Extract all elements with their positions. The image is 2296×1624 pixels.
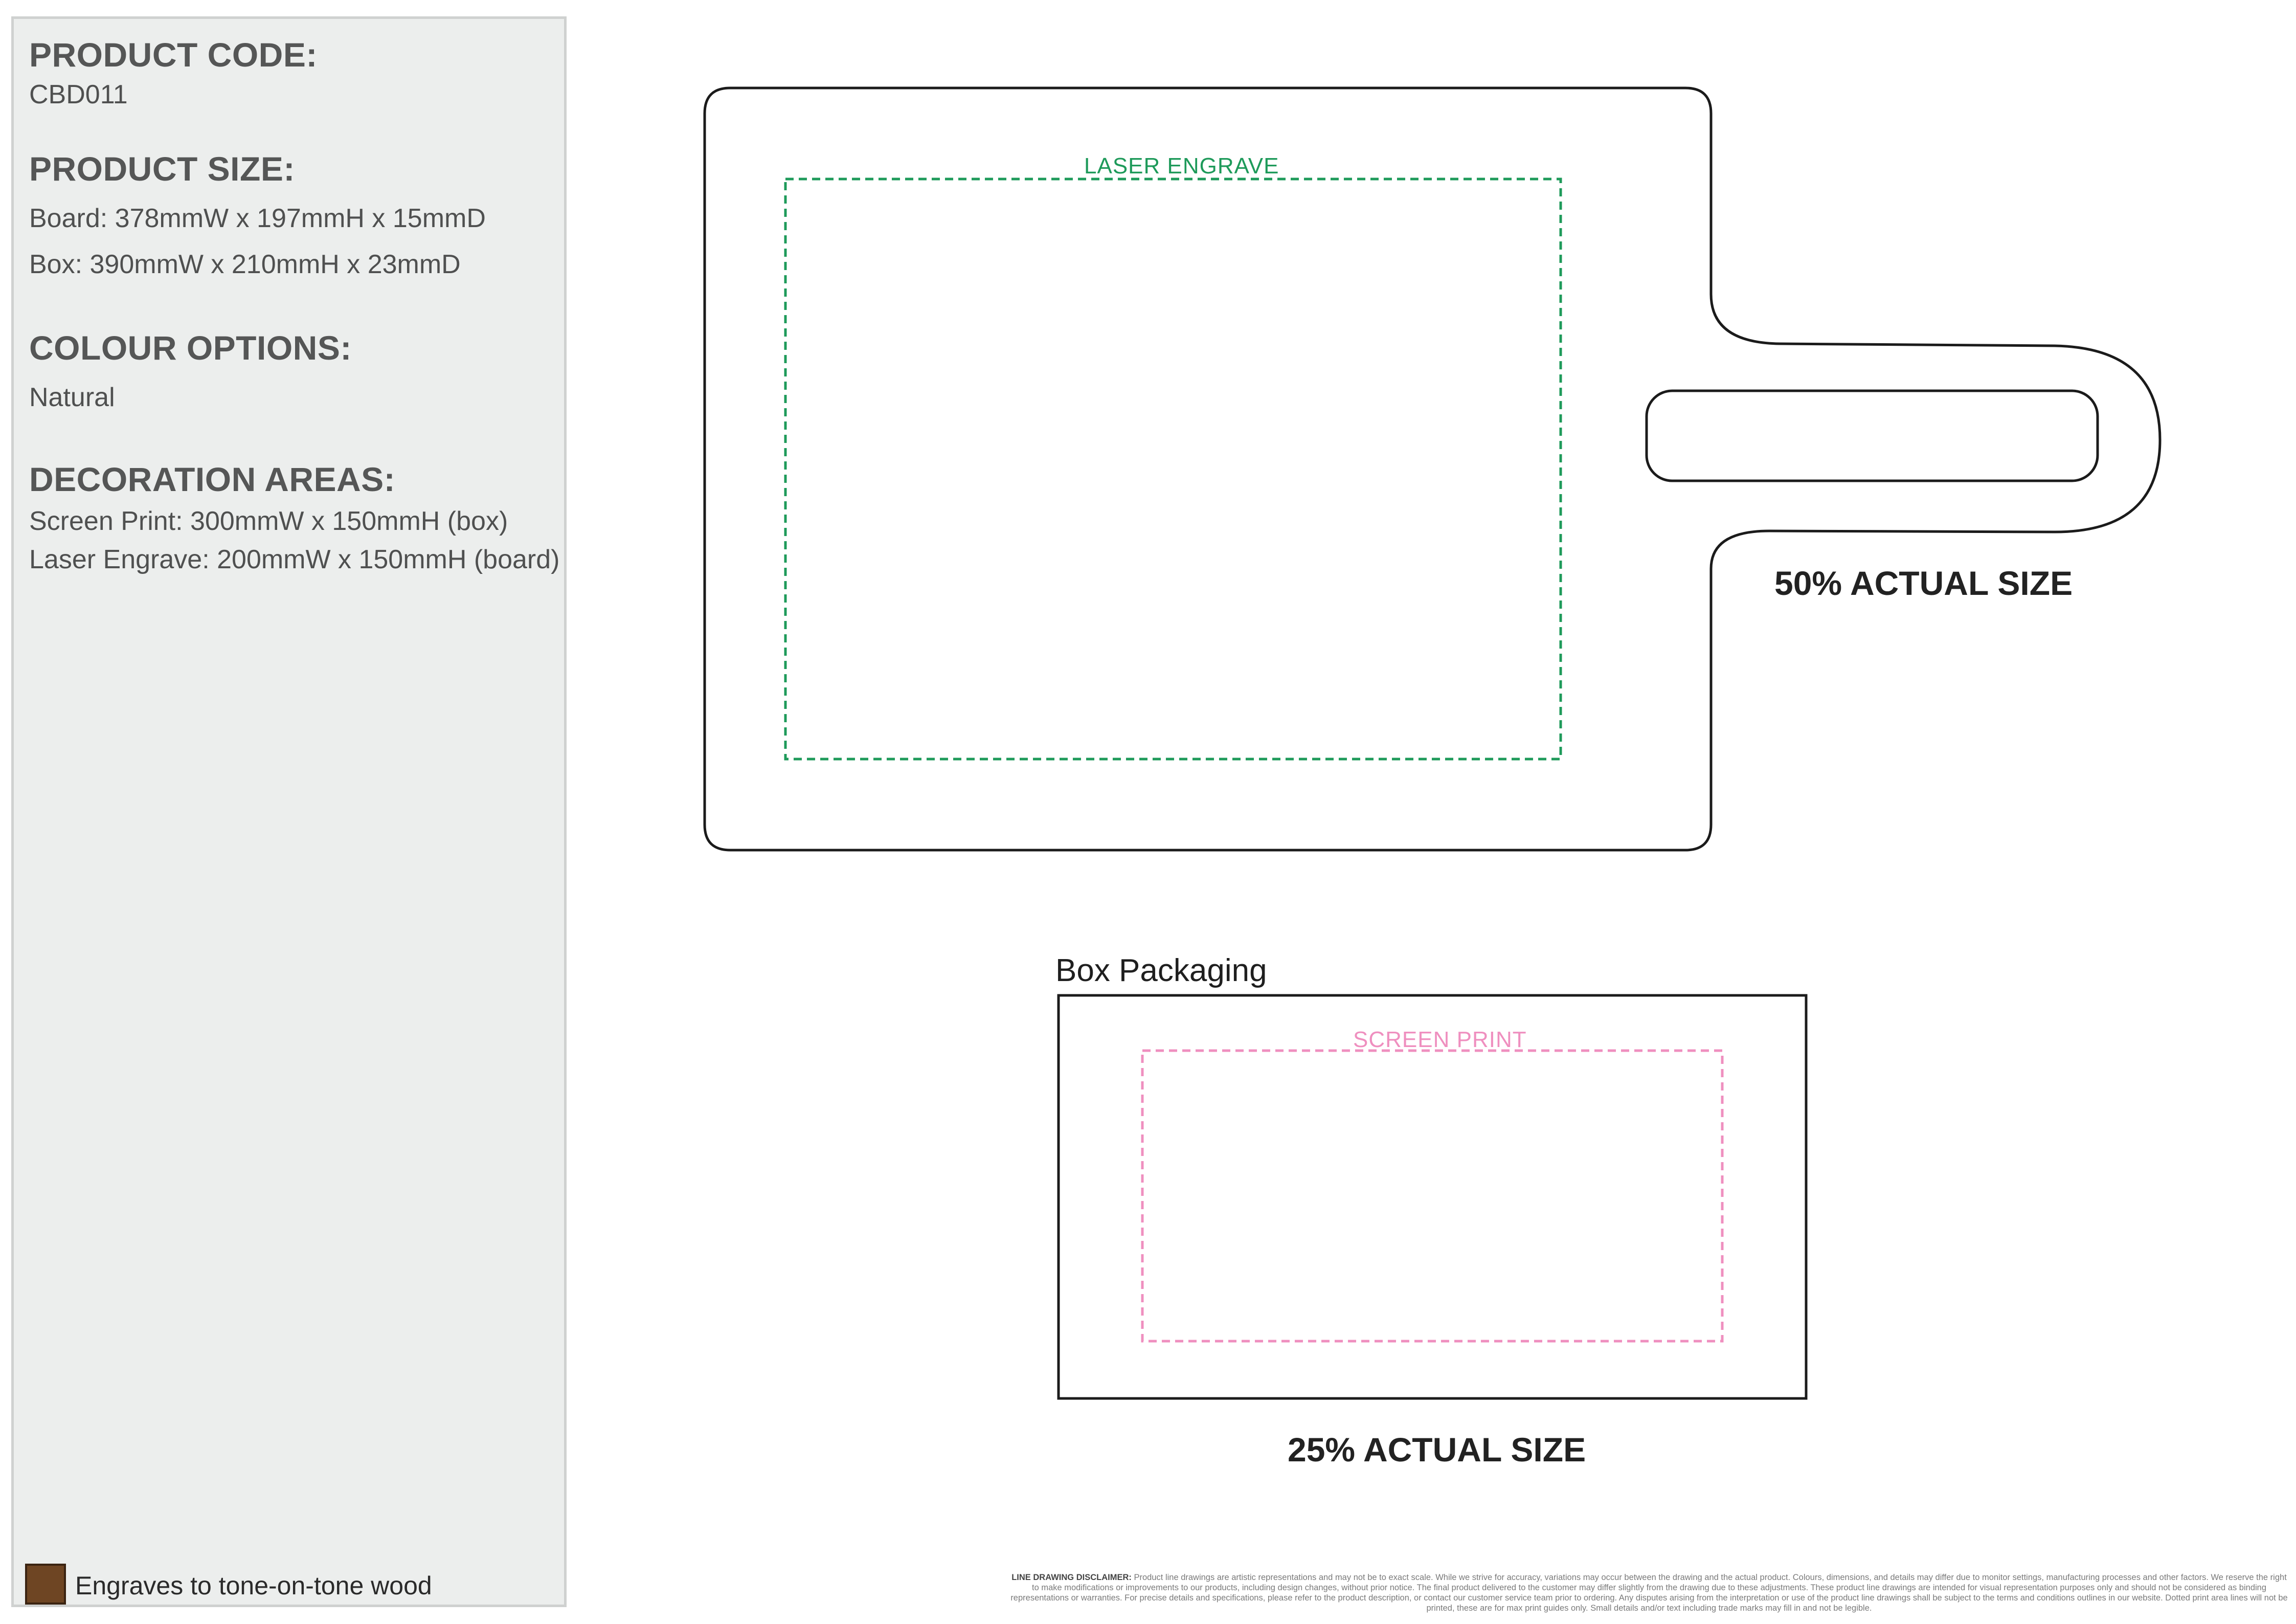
box-outline (1057, 994, 1808, 1400)
laser-engrave-label: LASER ENGRAVE (1084, 153, 1279, 179)
product-size-heading: PRODUCT SIZE: (29, 150, 295, 188)
decoration-areas-heading: DECORATION AREAS: (29, 460, 396, 498)
box-scale-label: 25% ACTUAL SIZE (1288, 1431, 1586, 1469)
decoration-laser-engrave-text: Laser Engrave: 200mmW x 150mmH (board) (29, 545, 560, 574)
screen-print-label: SCREEN PRINT (1353, 1027, 1527, 1052)
product-code-value: CBD011 (29, 80, 128, 109)
swatch-label: Engraves to tone-on-tone wood (75, 1571, 432, 1600)
board-size-text: Board: 378mmW x 197mmH x 15mmD (29, 204, 486, 233)
decoration-screen-print-text: Screen Print: 300mmW x 150mmH (box) (29, 506, 508, 536)
board-outline (703, 86, 2162, 852)
box-size-text: Box: 390mmW x 210mmH x 23mmD (29, 250, 461, 279)
screen-print-area (1141, 1049, 1724, 1343)
laser-engrave-area (784, 177, 1562, 761)
box-packaging-title: Box Packaging (1055, 953, 1267, 988)
colour-option-value: Natural (29, 383, 115, 412)
board-handle-slot (1645, 389, 2099, 482)
disclaimer-text: Product line drawings are artistic repre… (1010, 1573, 2288, 1613)
product-info-panel: PRODUCT CODE: CBD011 PRODUCT SIZE: Board… (11, 16, 567, 1607)
board-scale-label: 50% ACTUAL SIZE (1774, 564, 2073, 602)
colour-options-heading: COLOUR OPTIONS: (29, 329, 352, 367)
wood-colour-swatch (25, 1564, 66, 1605)
product-code-heading: PRODUCT CODE: (29, 36, 318, 74)
line-drawing-disclaimer: LINE DRAWING DISCLAIMER: Product line dr… (1007, 1572, 2291, 1613)
disclaimer-title: LINE DRAWING DISCLAIMER: (1011, 1573, 1132, 1582)
